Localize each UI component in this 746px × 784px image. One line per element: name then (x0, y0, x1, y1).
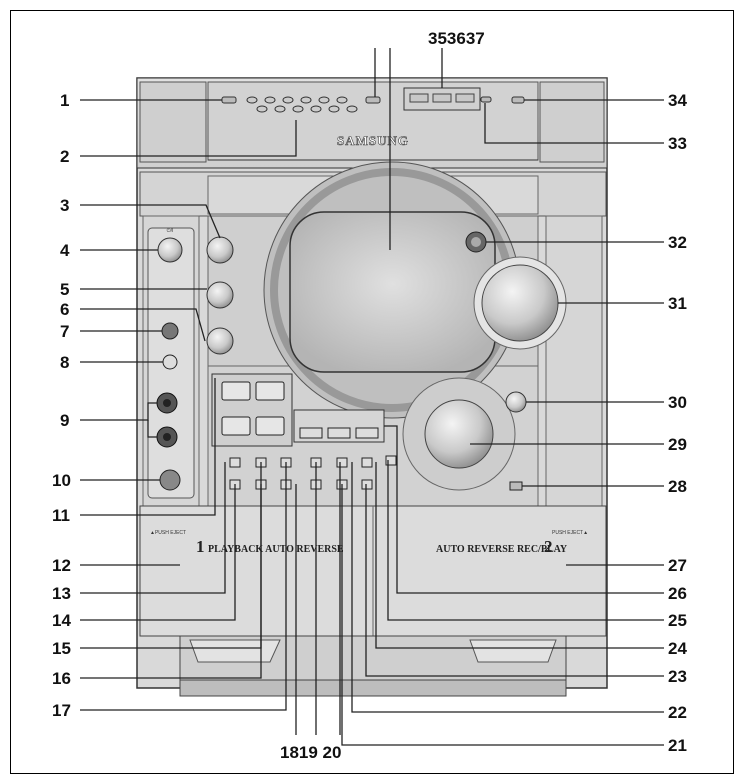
deck2-label: AUTO REVERSE REC/PLAY (436, 544, 568, 555)
callout-numbers-left: 1 2 3 4 5 6 7 8 9 10 11 12 13 14 15 16 1… (52, 91, 71, 720)
tape-button[interactable] (221, 416, 251, 436)
callout-8: 8 (60, 353, 69, 372)
brand-logo: SAMSUNG (337, 133, 409, 148)
callout-15: 15 (52, 639, 71, 658)
callout-22: 22 (668, 703, 687, 722)
jack-8[interactable] (162, 354, 178, 370)
callout-26: 26 (668, 584, 687, 603)
callout-27: 27 (668, 556, 687, 575)
callout-numbers-right: 34 33 32 31 30 29 28 27 26 25 24 23 22 2… (668, 91, 687, 755)
callout-5: 5 (60, 280, 69, 299)
button-6[interactable] (206, 327, 234, 355)
unit-body (136, 77, 608, 697)
button-3[interactable] (206, 236, 234, 264)
diagram-frame (10, 10, 734, 774)
callout-9: 9 (60, 411, 69, 430)
power-button[interactable] (157, 237, 183, 263)
deck2-number: 2 (544, 537, 553, 556)
callout-13: 13 (52, 584, 71, 603)
callout-10: 10 (52, 471, 71, 490)
multi-jog-dial[interactable] (424, 399, 494, 469)
callout-16: 16 (52, 669, 71, 688)
callout-6: 6 (60, 300, 69, 319)
power-symbol: ⏻/I (167, 228, 174, 234)
button-10[interactable] (159, 469, 181, 491)
callout-25: 25 (668, 611, 687, 630)
callout-33: 33 (668, 134, 687, 153)
callout-32: 32 (668, 233, 687, 252)
right-controls (402, 231, 567, 491)
deck1-label: PLAYBACK AUTO REVERSE (208, 544, 344, 555)
button-28[interactable] (509, 481, 523, 491)
button-33[interactable] (480, 96, 492, 103)
callout-34: 34 (668, 91, 687, 110)
callout-3: 3 (60, 196, 69, 215)
callout-30: 30 (668, 393, 687, 412)
callout-21: 21 (668, 736, 687, 755)
button-34[interactable] (511, 96, 525, 104)
callout-23: 23 (668, 667, 687, 686)
push-eject-left: ▲PUSH EJECT (150, 530, 186, 536)
transport-stop[interactable] (327, 427, 351, 439)
callout-12: 12 (52, 556, 71, 575)
aux-button[interactable] (255, 416, 285, 436)
callout-11: 11 (52, 506, 70, 525)
callout-14: 14 (52, 611, 71, 630)
callout-28: 28 (668, 477, 687, 496)
callout-24: 24 (668, 639, 687, 658)
button-1[interactable] (221, 96, 237, 104)
callout-29: 29 (668, 435, 687, 454)
callout-31: 31 (668, 294, 687, 313)
callout-top-35-36-37: 353637 (428, 29, 485, 48)
transport-next[interactable] (355, 427, 379, 439)
transport-prev[interactable] (299, 427, 323, 439)
callout-17: 17 (52, 701, 71, 720)
push-eject-right: PUSH EJECT▲ (552, 530, 588, 536)
callout-7: 7 (60, 322, 69, 341)
deck1-number: 1 (196, 537, 205, 556)
tuner-button[interactable] (221, 381, 251, 401)
button-35[interactable] (365, 96, 381, 104)
deck-labels: 1 PLAYBACK AUTO REVERSE AUTO REVERSE REC… (150, 530, 588, 556)
button-30[interactable] (505, 391, 527, 413)
callout-2: 2 (60, 147, 69, 166)
volume-knob[interactable] (481, 264, 559, 342)
cd-button[interactable] (255, 381, 285, 401)
button-7[interactable] (161, 322, 179, 340)
function-panel (211, 373, 385, 447)
leader-lines (80, 48, 664, 746)
callout-4: 4 (60, 241, 70, 260)
button-5[interactable] (206, 281, 234, 309)
callout-bottom-18-19-20: 1819 20 (280, 743, 341, 762)
callout-1: 1 (60, 91, 69, 110)
